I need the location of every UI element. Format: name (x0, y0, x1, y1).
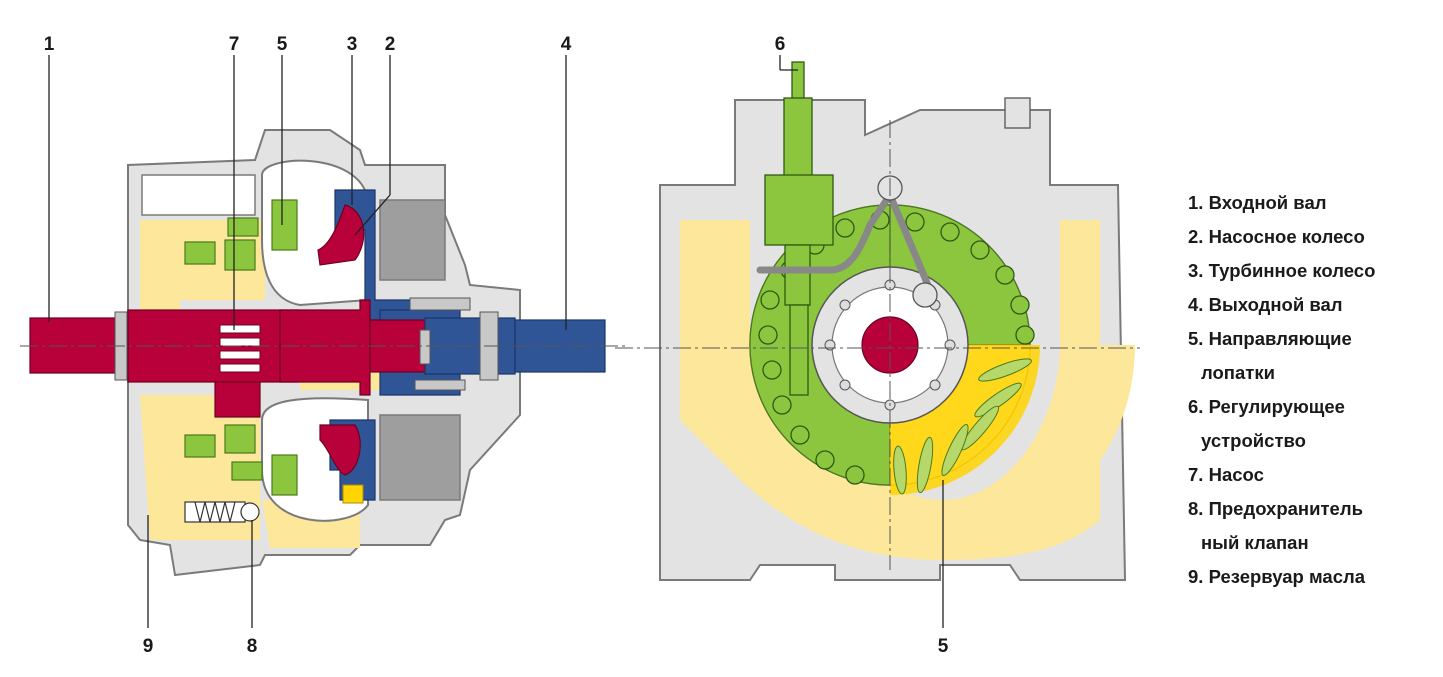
callout-7: 7 (229, 34, 240, 55)
linkage (756, 191, 934, 294)
legend-num: 5. (1188, 328, 1204, 349)
legend-item-3: 3. Турбинное колесо (1188, 254, 1438, 288)
legend-text: Насосное колесо (1208, 226, 1365, 247)
callout-9: 9 (143, 636, 154, 657)
legend-num: 9. (1188, 566, 1204, 587)
legend-num: 6. (1188, 396, 1204, 417)
legend-num: 2. (1188, 226, 1204, 247)
guide-vanes-left (184, 199, 298, 496)
callout-1: 1 (44, 34, 55, 55)
callout-6: 6 (775, 34, 786, 55)
legend-text: Входной вал (1208, 192, 1327, 213)
callout-2: 2 (385, 34, 396, 55)
legend-item-7: 7. Насос (1188, 458, 1438, 492)
callout-8: 8 (247, 636, 258, 657)
leader-lines-right (779, 55, 944, 628)
legend-text: Регулирующее (1208, 396, 1345, 417)
legend-num: 7. (1188, 464, 1204, 485)
legend-text: Выходной вал (1208, 294, 1343, 315)
legend-item-2: 2. Насосное колесо (1188, 220, 1438, 254)
callout-4: 4 (561, 34, 572, 55)
housing-cavity-left (141, 174, 461, 501)
legend-num: 8. (1188, 498, 1204, 519)
legend: 1. Входной вал 2. Насосное колесо 3. Тур… (1188, 186, 1438, 594)
guide-vane-blades (893, 358, 1032, 495)
control-device (764, 61, 834, 396)
legend-item-9: 9. Резервуар масла (1188, 560, 1438, 594)
legend-num: 4. (1188, 294, 1204, 315)
leader-lines-left (48, 55, 567, 628)
legend-item-1: 1. Входной вал (1188, 186, 1438, 220)
callout-5: 5 (277, 34, 288, 55)
legend-text-cont: устройство (1201, 430, 1306, 451)
cross-section-view: 6 5 (615, 34, 1140, 657)
safety-valve (184, 501, 260, 523)
longitudinal-section-view: 1 7 5 3 2 4 9 8 (20, 34, 625, 657)
legend-text-cont: ный клапан (1201, 532, 1309, 553)
legend-text: Направляющие (1208, 328, 1352, 349)
legend-item-6: 6. Регулирующее устройство (1188, 390, 1438, 458)
legend-text: Резервуар масла (1208, 566, 1366, 587)
legend-text-cont: лопатки (1201, 362, 1275, 383)
legend-text: Предохранитель (1208, 498, 1363, 519)
legend-num: 1. (1188, 192, 1204, 213)
callout-3: 3 (347, 34, 358, 55)
legend-num: 3. (1188, 260, 1204, 281)
legend-text: Турбинное колесо (1208, 260, 1376, 281)
legend-text: Насос (1208, 464, 1264, 485)
legend-item-4: 4. Выходной вал (1188, 288, 1438, 322)
legend-item-5: 5. Направляющие лопатки (1188, 322, 1438, 390)
legend-item-8: 8. Предохранитель ный клапан (1188, 492, 1438, 560)
yellow-accents-left (342, 484, 364, 504)
pump-wheel (317, 204, 365, 476)
callout-5-right: 5 (938, 636, 949, 657)
